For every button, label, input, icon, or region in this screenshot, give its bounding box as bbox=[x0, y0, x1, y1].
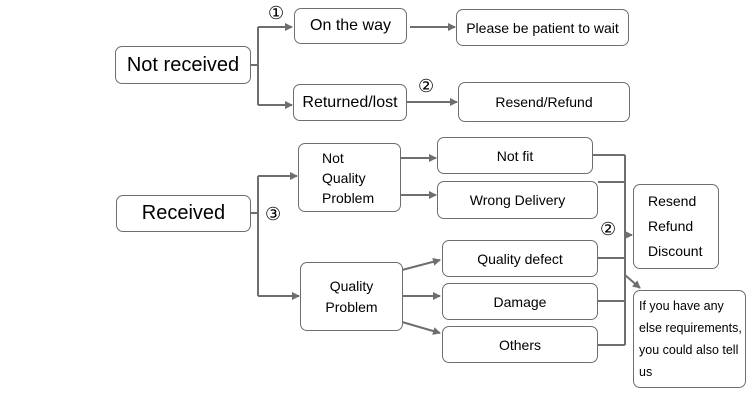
marker-three: ③ bbox=[265, 204, 282, 224]
node-others-label: Others bbox=[498, 336, 541, 353]
node-on-the-way: On the way bbox=[294, 8, 407, 44]
node-wrong-delivery: Wrong Delivery bbox=[437, 181, 598, 219]
node-note-line-2: else requirements, bbox=[639, 321, 742, 335]
node-not-quality-problem-line-1: Not bbox=[322, 149, 344, 166]
node-on-the-way-label: On the way bbox=[310, 17, 391, 34]
node-returned-lost: Returned/lost bbox=[293, 84, 407, 121]
node-not-received: Not received bbox=[115, 46, 251, 84]
node-not-quality-problem-line-3: Problem bbox=[322, 189, 375, 206]
node-note-line-1: If you have any bbox=[639, 299, 724, 313]
node-note: If you have any else requirements, you c… bbox=[633, 290, 746, 388]
marker-two-bottom: ② bbox=[600, 219, 617, 239]
node-quality-problem-line-1: Quality bbox=[329, 277, 374, 294]
node-returned-lost-label: Returned/lost bbox=[302, 93, 398, 111]
node-quality-defect-label: Quality defect bbox=[477, 250, 563, 267]
node-received: Received bbox=[116, 195, 251, 232]
node-please-wait-label: Please be patient to wait bbox=[466, 19, 619, 36]
node-not-fit: Not fit bbox=[437, 137, 593, 174]
node-others: Others bbox=[442, 326, 598, 363]
node-solutions: Resend Refund Discount bbox=[633, 184, 719, 269]
node-wrong-delivery-label: Wrong Delivery bbox=[469, 192, 566, 208]
node-not-quality-problem-line-2: Quality bbox=[322, 169, 366, 186]
node-quality-problem-line-2: Problem bbox=[325, 298, 378, 315]
node-resend-refund: Resend/Refund bbox=[458, 82, 630, 122]
node-resend-refund-label: Resend/Refund bbox=[495, 94, 593, 110]
node-note-line-4: us bbox=[639, 365, 653, 379]
node-not-received-label: Not received bbox=[126, 53, 240, 76]
node-not-fit-label: Not fit bbox=[496, 147, 534, 164]
node-solutions-line-1: Resend bbox=[648, 193, 697, 209]
node-solutions-line-3: Discount bbox=[648, 243, 703, 259]
node-damage: Damage bbox=[442, 283, 598, 320]
node-note-line-3: you could also tell bbox=[639, 343, 739, 357]
node-solutions-line-2: Refund bbox=[648, 218, 694, 234]
node-please-wait: Please be patient to wait bbox=[456, 9, 629, 46]
node-damage-label: Damage bbox=[493, 293, 547, 310]
node-quality-problem: Quality Problem bbox=[300, 262, 403, 331]
node-received-label: Received bbox=[141, 202, 226, 224]
marker-one: ① bbox=[268, 3, 285, 23]
marker-two-top: ② bbox=[418, 76, 435, 96]
node-not-quality-problem: Not Quality Problem bbox=[298, 143, 401, 212]
node-quality-defect: Quality defect bbox=[442, 240, 598, 277]
